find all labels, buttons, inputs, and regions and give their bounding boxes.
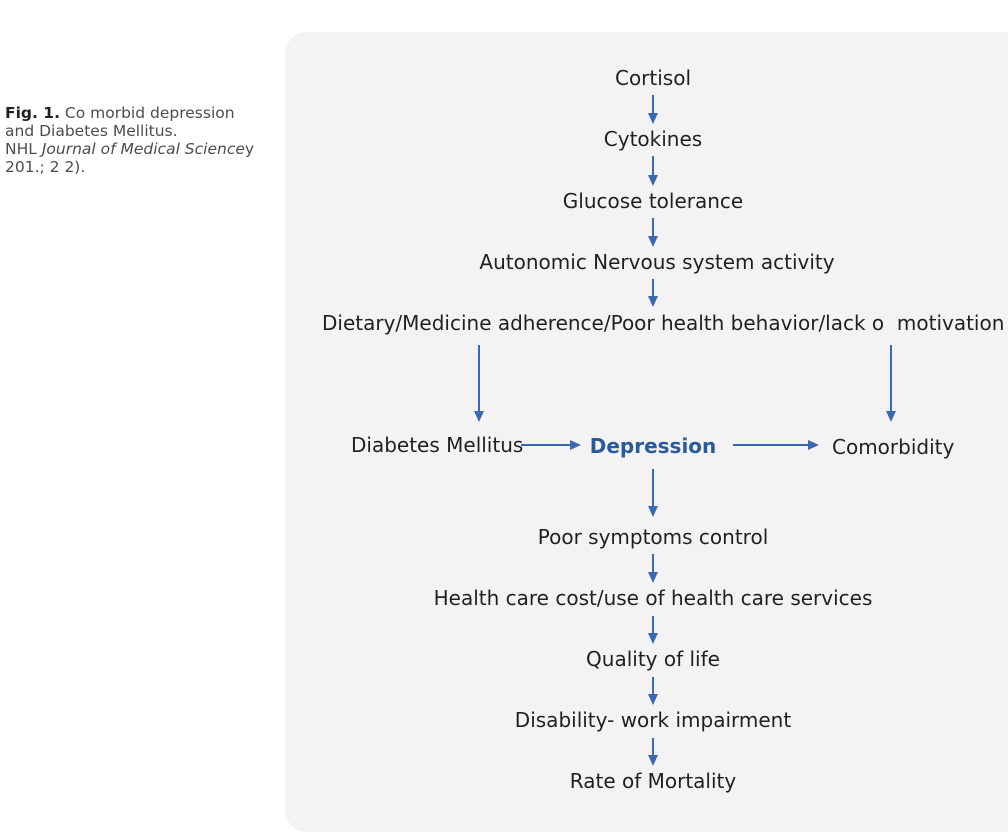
node-diabetes: Diabetes Mellitus: [351, 433, 524, 457]
arrow-layer: [474, 95, 896, 766]
arrow-autonomic-adherence: [648, 279, 658, 307]
arrow-glucose-autonomic: [648, 218, 658, 247]
node-disability: Disability- work impairment: [514, 708, 792, 732]
arrow-adherence-diabetes: [474, 345, 484, 422]
arrow-head: [648, 113, 658, 124]
node-quality: Quality of life: [586, 647, 720, 671]
arrow-cortisol-cytokines: [648, 95, 658, 124]
node-depression: Depression: [589, 434, 717, 458]
arrow-head: [648, 755, 658, 766]
caption-citation: y 201.; 2 2).: [5, 140, 255, 176]
arrow-head: [648, 572, 658, 583]
arrow-depression-symptoms: [648, 469, 658, 517]
arrow-disability-mortality: [648, 738, 658, 766]
arrow-head: [648, 236, 658, 247]
arrow-quality-disability: [648, 677, 658, 705]
node-cytokines: Cytokines: [603, 127, 703, 151]
arrow-head: [648, 296, 658, 307]
arrow-head: [648, 694, 658, 705]
arrow-head: [648, 633, 658, 644]
node-mortality: Rate of Mortality: [569, 769, 737, 793]
node-glucose-tolerance: Glucose tolerance: [562, 189, 744, 213]
node-comorbidity: Comorbidity: [832, 435, 955, 459]
arrow-head: [570, 440, 581, 450]
arrow-head: [648, 506, 658, 517]
figure-caption: Fig. 1. Co morbid depression and Diabete…: [5, 104, 255, 176]
arrow-symptoms-cost: [648, 554, 658, 583]
node-poor-symptoms: Poor symptoms control: [537, 525, 769, 549]
node-adherence: Dietary/Medicine adherence/Poor health b…: [322, 311, 1005, 335]
caption-text: Co morbid depression and Diabetes Mellit…: [5, 104, 235, 140]
arrow-cost-quality: [648, 616, 658, 644]
arrow-diabetes-depression: [521, 440, 581, 450]
arrow-head: [808, 440, 819, 450]
node-cortisol: Cortisol: [614, 66, 692, 90]
caption-journal: Journal of Medical Science: [41, 140, 245, 158]
arrow-head: [474, 411, 484, 422]
arrow-head: [648, 175, 658, 186]
arrow-adherence-comorbidity: [886, 345, 896, 422]
arrow-depression-comorbidity: [733, 440, 819, 450]
figure-label: Fig. 1.: [5, 104, 60, 122]
node-autonomic: Autonomic Nervous system activity: [479, 250, 835, 274]
arrow-head: [886, 411, 896, 422]
node-health-cost: Health care cost/use of health care serv…: [433, 586, 873, 610]
caption-source: NHL: [5, 140, 37, 158]
arrow-cytokines-glucose: [648, 156, 658, 186]
diagram-panel: [285, 32, 1008, 832]
